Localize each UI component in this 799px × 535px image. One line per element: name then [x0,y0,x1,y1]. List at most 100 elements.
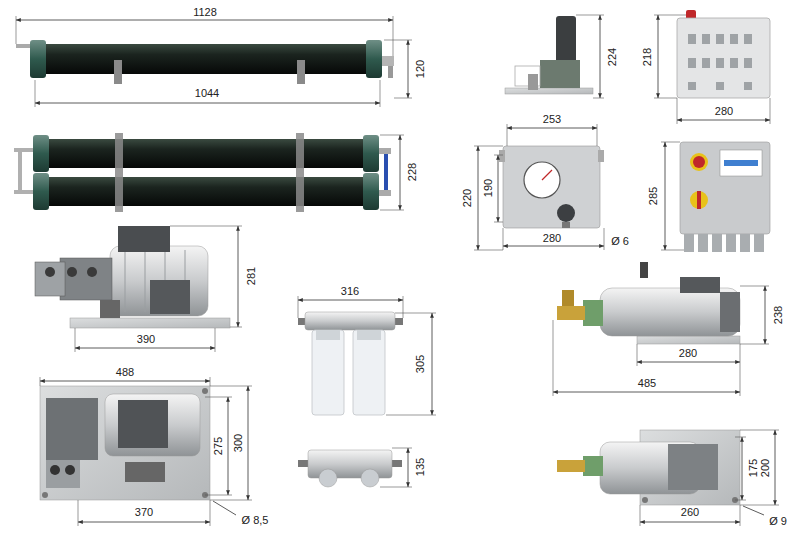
dimension-line [210,500,252,501]
dimension-line [380,135,404,210]
pump-module-top-view [40,386,210,500]
double-membrane-tube [363,135,379,172]
dimension-line [740,505,741,526]
dimension-line [677,120,770,121]
dimension-line [494,155,503,156]
pump-module [70,318,230,328]
booster-pump [557,306,585,320]
double-membrane-tube [33,173,49,210]
control-box [677,18,770,98]
control-panel [697,191,701,209]
pump-module [110,246,208,316]
dimension-line [40,377,41,386]
dimension-label: 260 [680,506,700,518]
double-membrane-tube [296,133,304,212]
dimension-line [478,146,479,250]
dimension-label: 281 [245,266,257,286]
control-box [716,82,724,90]
control-panel [690,153,708,171]
gauge-panel [524,162,560,198]
dimension-line [40,377,252,526]
control-panel [684,234,694,252]
filter-top-view [298,450,402,487]
control-panel [684,234,764,252]
dimension-line [432,313,433,415]
dimension-label: 280 [542,232,562,244]
double-membrane-tube [49,139,363,168]
dimension-label: Ø 6 [610,235,630,247]
booster-pump-top-view [668,444,718,490]
control-panel [680,142,770,234]
control-box [744,58,752,68]
pump-module-top-view [118,400,168,448]
dimension-label: 390 [136,333,156,345]
dimension-label: Ø 9 [768,515,788,527]
booster-pump-top-view [557,430,740,505]
double-membrane-tube [384,154,388,190]
dimension-line [640,430,779,526]
control-box [702,58,710,68]
dimension-line [386,415,436,416]
dimension-line [503,246,604,247]
dosing-unit [540,60,580,88]
dimension-line [35,103,380,104]
double-membrane-tube [363,173,379,210]
booster-pump-top-view [642,497,648,503]
dimension-label: 485 [637,377,657,389]
booster-pump [720,292,740,332]
dimension-line [740,430,779,431]
dimension-label: 190 [482,178,494,198]
dimension-line [380,487,412,488]
control-panel [693,156,705,168]
dimension-label: 285 [647,186,659,206]
dimension-line [661,142,680,143]
filter-top-view [361,469,379,487]
dimension-line [474,124,604,250]
membrane-tube [388,66,393,78]
control-box [744,34,752,44]
dimension-line [765,286,766,344]
dimension-line [743,506,764,515]
dimension-line [553,320,554,396]
dimension-line [661,142,684,250]
pump-module [125,250,126,312]
booster-pump [600,288,740,336]
dimension-label: 224 [606,47,618,67]
dimension-label: 253 [542,113,562,125]
membrane-tube [297,60,305,84]
booster-pump [562,290,574,306]
pump-module [60,258,112,300]
control-panel [720,150,762,176]
dimension-line [735,500,746,501]
dimension-label: 316 [340,285,360,297]
control-box [677,10,770,98]
dimension-line [392,448,412,449]
dimension-line [393,16,394,56]
control-box [716,34,724,44]
dimension-line [640,505,641,526]
dimension-label: 280 [678,347,698,359]
dimension-line [210,386,252,387]
dimension-line [665,142,666,250]
gauge-panel [499,146,604,228]
dimension-line [170,226,242,227]
control-box [716,58,724,68]
dimension-line [16,16,412,107]
pump-module-top-view [50,465,60,475]
dimension-label: 1128 [192,6,218,18]
dimension-label: 120 [414,59,426,79]
dimension-label: 305 [414,354,426,374]
double-membrane-tube [33,135,49,172]
booster-pump-top-view [557,460,585,472]
booster-pump [557,262,740,344]
pump-module [87,267,97,277]
gauge-panel [557,204,575,222]
membrane-tube [366,40,382,78]
dimension-line [593,98,604,99]
filter-housing [305,312,395,330]
dimension-line [507,128,597,129]
dimension-line [576,15,604,98]
pump-module-top-view [105,394,200,456]
